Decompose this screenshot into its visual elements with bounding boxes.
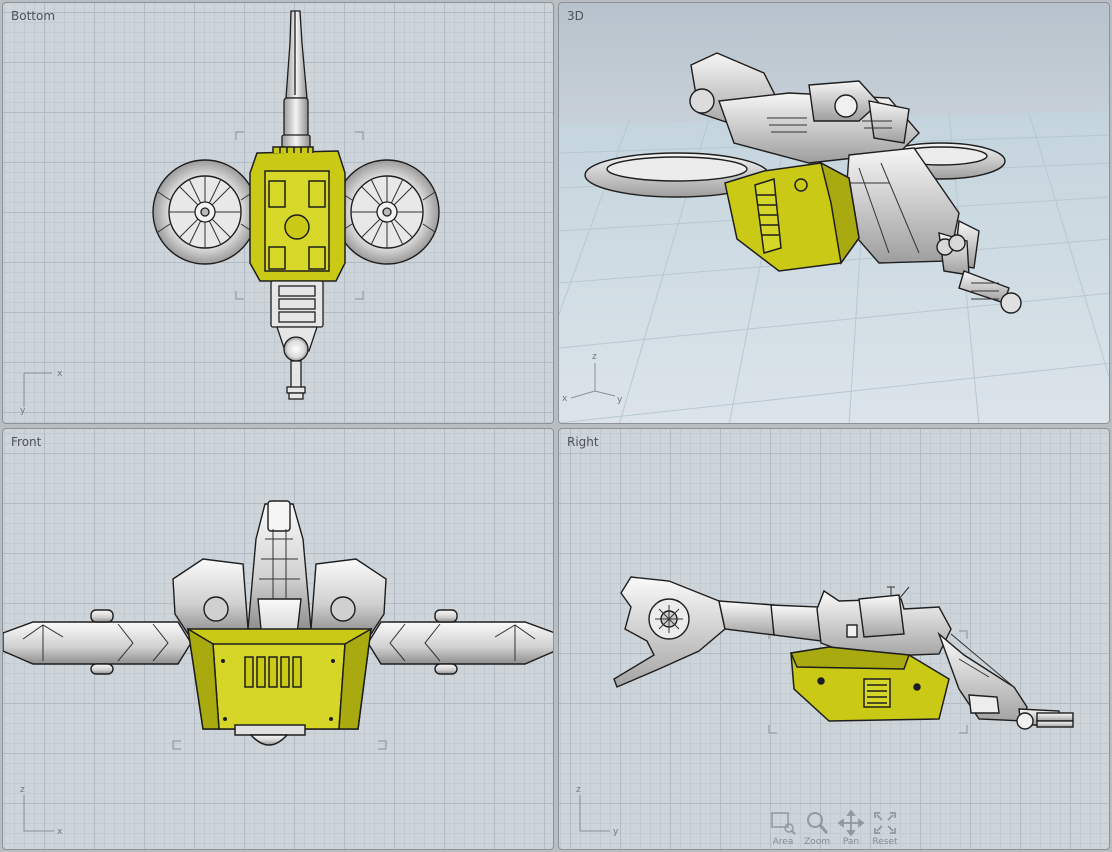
front-view-model: z x bbox=[3, 500, 553, 837]
reset-view-icon bbox=[874, 812, 896, 834]
zoom-icon bbox=[807, 812, 829, 834]
reset-view-label: Reset bbox=[872, 837, 898, 847]
axis-x-label: x bbox=[562, 394, 568, 404]
viewport-label: 3D bbox=[567, 9, 584, 23]
pan-icon bbox=[838, 810, 864, 836]
viewport-right[interactable]: Right bbox=[558, 428, 1110, 850]
pan-button[interactable]: Pan bbox=[837, 807, 865, 847]
viewport-front[interactable]: Front bbox=[2, 428, 554, 850]
axis-z-label: z bbox=[592, 352, 597, 362]
axis-x-label: x bbox=[57, 369, 63, 379]
right-view-model: z y bbox=[576, 576, 1074, 837]
axis-y-label: y bbox=[613, 827, 619, 837]
axis-z-label: z bbox=[20, 785, 25, 795]
axis-y-label: y bbox=[617, 395, 623, 405]
axis-y-label: y bbox=[20, 406, 26, 416]
reset-view-button[interactable]: Reset bbox=[871, 807, 899, 847]
viewport-label: Bottom bbox=[11, 9, 56, 23]
viewport-label: Front bbox=[11, 435, 42, 449]
area-zoom-icon bbox=[771, 812, 796, 835]
area-zoom-label: Area bbox=[772, 837, 794, 847]
zoom-button[interactable]: Zoom bbox=[803, 807, 831, 847]
area-zoom-button[interactable]: Area bbox=[769, 807, 797, 847]
pan-label: Pan bbox=[842, 837, 860, 847]
navigation-toolbar: Area Zoom Pan bbox=[769, 807, 899, 847]
zoom-label: Zoom bbox=[804, 837, 830, 847]
bottom-view-model: x y bbox=[20, 10, 440, 416]
viewport-bottom[interactable]: Bottom bbox=[2, 2, 554, 424]
axis-x-label: x bbox=[57, 827, 63, 837]
viewport-perspective[interactable]: 3D bbox=[558, 2, 1110, 424]
viewport-label: Right bbox=[567, 435, 599, 449]
axis-z-label: z bbox=[576, 785, 581, 795]
perspective-view-model: z x y bbox=[559, 52, 1109, 423]
